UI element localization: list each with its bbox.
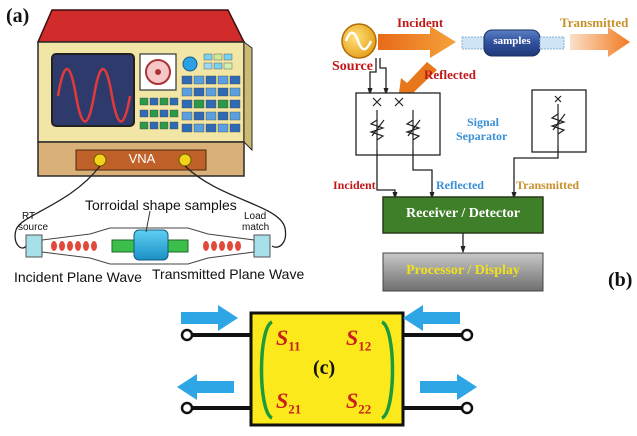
load-match-label-1: Load [244, 211, 267, 222]
incident-wave-label: Incident Plane Wave [14, 269, 142, 285]
vna-buttons [139, 53, 241, 133]
sample-label: Torroidal shape samples [85, 197, 237, 213]
reflected-line [412, 150, 433, 197]
left-bracket [259, 320, 274, 420]
transmitted-arrow [570, 27, 630, 57]
rt-source-label-2: source [18, 222, 49, 233]
load-match-label-2: match [242, 222, 270, 233]
panel-c-tag: (c) [313, 357, 336, 379]
samples-cable-right [539, 36, 565, 50]
signal-separator-label-1: Signal [467, 115, 500, 129]
samples-label: samples [493, 35, 531, 47]
transmitted-wave-pulses [203, 241, 241, 251]
incident-top-label: Incident [397, 15, 444, 30]
reflected-top-label: Reflected [424, 67, 476, 82]
vna-knob [182, 56, 198, 72]
panel-a-tag: (a) [6, 5, 30, 27]
source-label: Source [332, 59, 373, 74]
coupler-symbols [369, 97, 421, 150]
sparam-box [249, 311, 405, 427]
vna-port-2-icon [178, 153, 192, 167]
port1-reflected-arrow [177, 374, 234, 400]
samples-cable-left [461, 36, 485, 50]
vna-screen-wave [56, 68, 132, 123]
transmitted-top-label: Transmitted [560, 15, 629, 30]
receiver-label: Receiver / Detector [406, 206, 520, 221]
port-terminals [180, 328, 474, 415]
vna-side [243, 41, 253, 152]
incident-bottom-label: Incident [333, 178, 376, 192]
cable-left [14, 165, 101, 249]
toroid-sample [133, 229, 169, 261]
panel-c [177, 305, 477, 427]
incident-line [376, 150, 396, 197]
transmitted-bottom-label: Transmitted [516, 178, 580, 192]
transmitted-wave-label: Transmitted Plane Wave [152, 266, 305, 282]
port2-incident-arrow [403, 305, 460, 331]
s21-label: S21 [276, 388, 302, 417]
s12-label: S12 [346, 325, 372, 354]
cable-right [184, 165, 287, 248]
vna-screen [51, 53, 135, 127]
s11-label: S11 [276, 325, 301, 354]
s22-label: S22 [346, 388, 372, 417]
incident-wave-pulses [51, 241, 97, 251]
load-match-block [253, 234, 271, 258]
rt-source-block [25, 234, 43, 258]
port2-transmitted-arrow [420, 374, 477, 400]
incident-arrow [378, 26, 456, 58]
vna-label: VNA [128, 151, 156, 166]
panel-b [341, 23, 630, 292]
reflected-bottom-label: Reflected [436, 178, 484, 192]
processor-label: Processor / Display [406, 263, 520, 278]
separator-symbols [550, 95, 566, 146]
vna-label-plate [75, 149, 207, 171]
reflected-arrow [398, 62, 437, 100]
panel-b-tag: (b) [608, 269, 633, 291]
right-bracket [380, 320, 395, 420]
vna-port-1-icon [93, 153, 107, 167]
vna-roof [36, 9, 246, 43]
rt-source-label-1: RT [22, 211, 36, 222]
transmitted-line [513, 146, 559, 197]
source-feed-line [379, 58, 387, 92]
port1-incident-arrow [181, 305, 238, 331]
signal-separator-label-2: Separator [456, 129, 508, 143]
processor-box [382, 252, 544, 292]
receiver-box [382, 196, 544, 234]
port-lines [191, 333, 463, 410]
panel-a [14, 9, 287, 265]
